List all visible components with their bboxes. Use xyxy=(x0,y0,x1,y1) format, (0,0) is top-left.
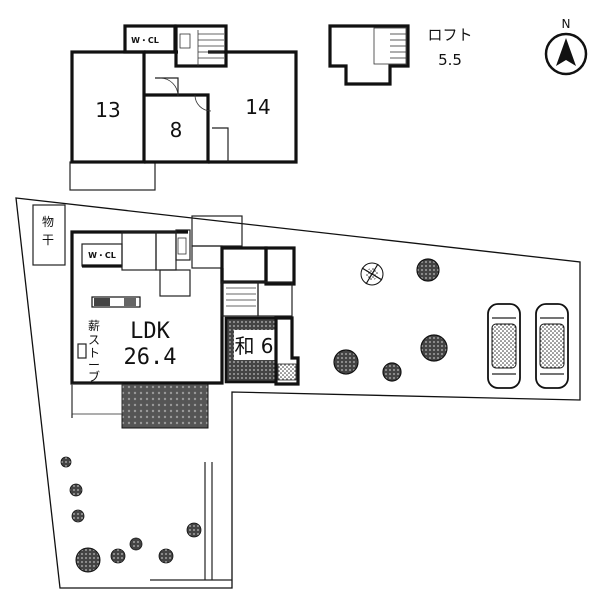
upper-closet-label: W・CL xyxy=(131,36,159,45)
room-13-outline xyxy=(70,50,146,164)
tree-icon xyxy=(129,537,143,551)
drying-label-2: 干 xyxy=(42,233,54,247)
tree-icon xyxy=(158,548,174,564)
compass-north-label: N xyxy=(562,17,571,31)
drying-label-1: 物 xyxy=(42,215,54,229)
loft-plan xyxy=(328,24,410,86)
tree-icon xyxy=(420,334,448,362)
north-compass-icon xyxy=(544,32,588,76)
stove-label-4: ー xyxy=(88,358,100,372)
wood-deck xyxy=(121,383,209,429)
tree-icon xyxy=(333,349,359,375)
tree-icon xyxy=(186,522,202,538)
stove-label-2: ス xyxy=(88,333,100,347)
ldk-size: 26.4 xyxy=(124,345,177,370)
room-8-label: 8 xyxy=(170,118,183,142)
tree-icon xyxy=(416,258,440,282)
room-13-label: 13 xyxy=(95,98,120,122)
ground-closet-label: W・CL xyxy=(88,251,116,260)
tree-icon xyxy=(69,483,83,497)
tree-icon xyxy=(110,548,126,564)
loft-label: ロフト xyxy=(427,26,472,44)
site-boundary xyxy=(15,197,581,589)
tree-icon xyxy=(60,456,72,468)
room-14-label: 14 xyxy=(245,95,270,119)
stove-label-1: 薪 xyxy=(88,319,100,333)
tree-icon xyxy=(71,509,85,523)
upper-floor-plan xyxy=(69,24,298,191)
room-14-outline xyxy=(208,50,298,164)
tree-icon xyxy=(382,362,402,382)
drying-area xyxy=(32,204,66,266)
balcony xyxy=(69,161,156,191)
loft-size: 5.5 xyxy=(438,51,462,69)
upper-stair xyxy=(174,24,228,68)
room-8-outline xyxy=(144,93,210,164)
kitchen-counter xyxy=(91,296,141,308)
tree-icons xyxy=(60,258,448,573)
car-icon-1 xyxy=(487,303,521,389)
ground-floor-plan xyxy=(32,204,300,429)
ldk-label: LDK xyxy=(130,319,170,344)
ldk-outline xyxy=(70,262,224,385)
stove-label-3: ト xyxy=(88,346,100,360)
stove-label-5: ブ xyxy=(88,369,100,384)
tree-icon xyxy=(360,262,384,286)
wood-stove xyxy=(77,343,87,359)
tree-icon xyxy=(75,547,101,573)
car-icon-2 xyxy=(535,303,569,389)
japanese-room-label: 和 6 xyxy=(234,334,273,358)
